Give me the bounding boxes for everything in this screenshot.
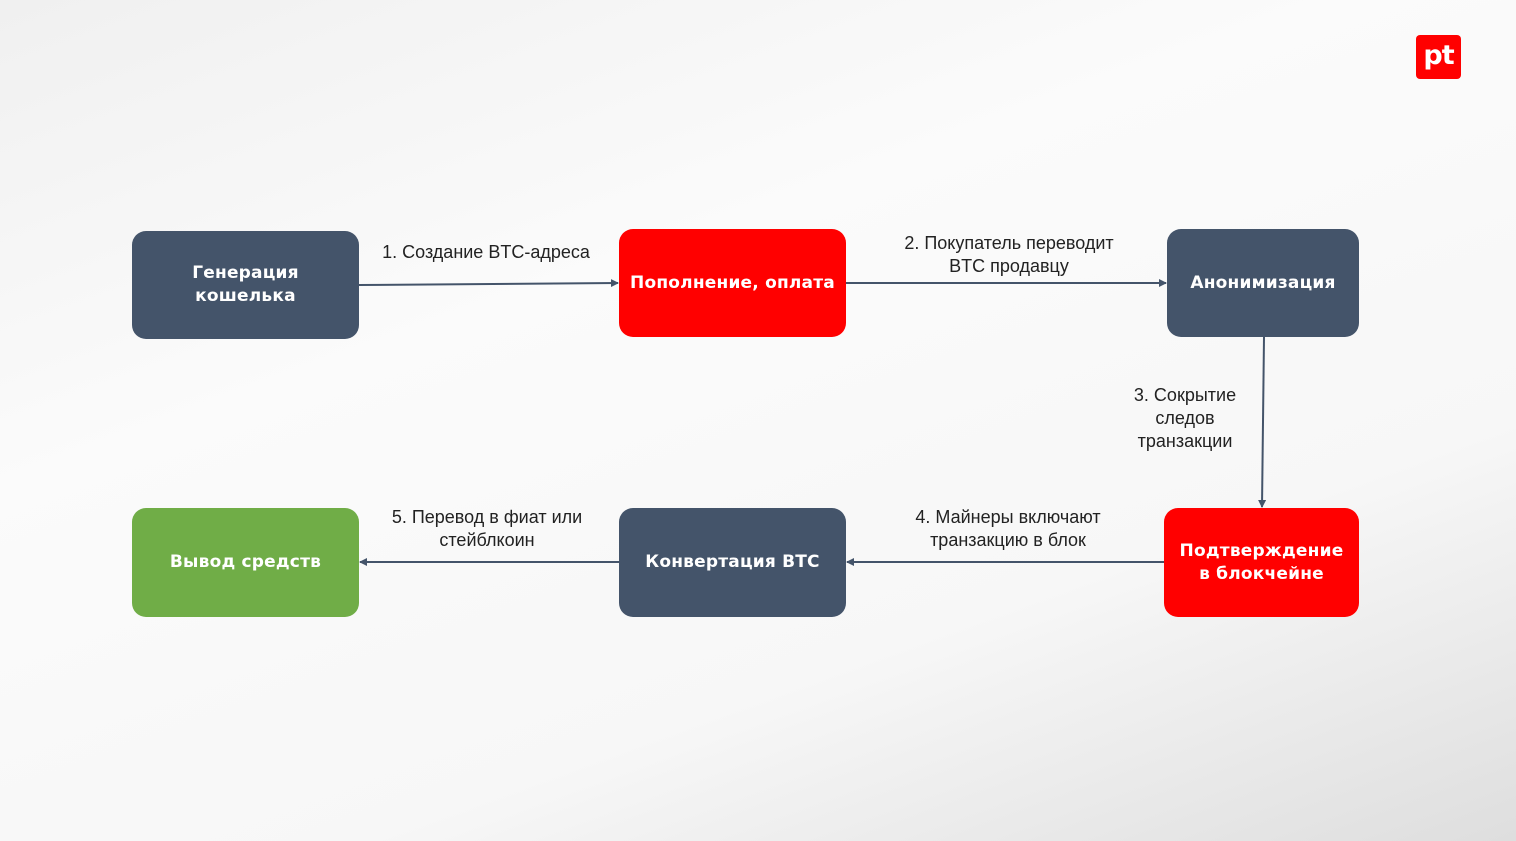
- edge-label-step2: 2. Покупатель переводит BTC продавцу: [904, 233, 1114, 276]
- pt-logo: pt: [1416, 35, 1461, 79]
- edge-label-step5: 5. Перевод в фиат или стейблкоин: [391, 507, 583, 550]
- edge-label-step4: 4. Майнеры включают транзакцию в блок: [915, 507, 1101, 550]
- arrow-step1: [358, 279, 619, 288]
- node-btc-conversion: Конвертация BTC: [619, 508, 846, 617]
- node-anonymization: Анонимизация: [1167, 229, 1359, 337]
- edge-label-step1: 1. Создание BTC-адреса: [382, 242, 590, 262]
- node-withdrawal: Вывод средств: [132, 508, 359, 617]
- node-blockchain-confirmation: Подтверждение в блокчейне: [1164, 508, 1359, 617]
- arrow-step3: [1258, 336, 1267, 508]
- node-payment: Пополнение, оплата: [619, 229, 846, 337]
- edge-label-step3: 3. Сокрытие следов транзакции: [1133, 385, 1237, 451]
- node-wallet-generation: Генерация кошелька: [132, 231, 359, 339]
